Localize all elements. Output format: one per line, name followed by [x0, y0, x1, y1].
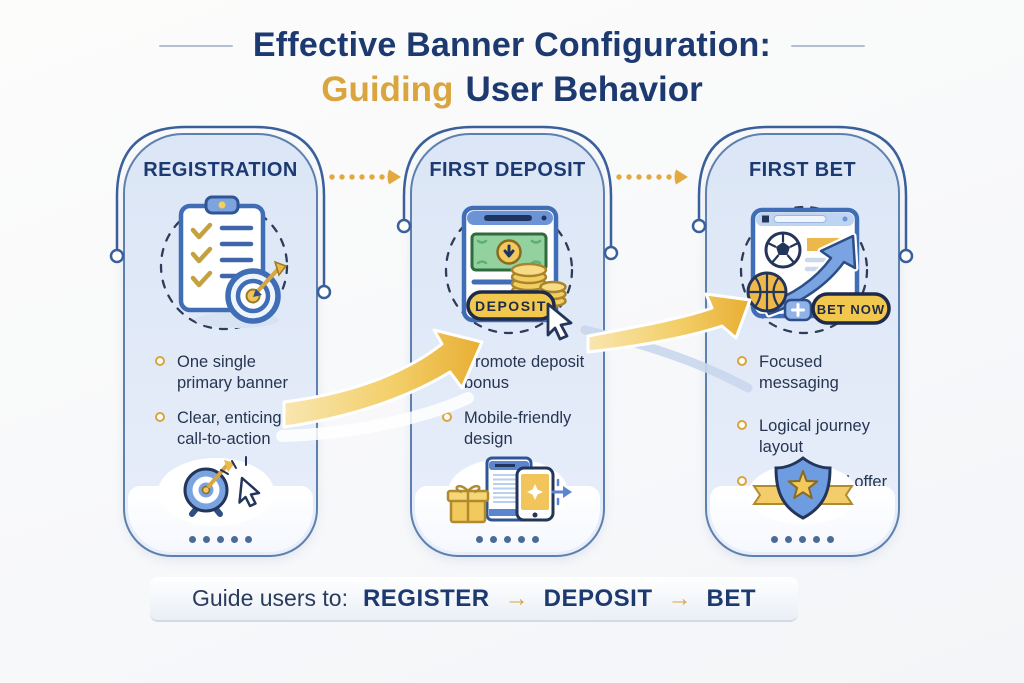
basketball-icon [746, 271, 788, 313]
card-first-deposit: FIRST DEPOSIT [410, 133, 605, 557]
bullet-icon [737, 356, 747, 366]
footer-flow-band: Guide users to: REGISTER → DEPOSIT → BET [150, 577, 798, 622]
phone-icon [515, 466, 554, 522]
bullet-icon [737, 419, 747, 430]
deposit-screen-coins-icon: DEPOSIT [444, 205, 574, 341]
chip-plus-icon [783, 298, 813, 322]
arrow-right-icon [551, 478, 572, 506]
target-cursor-icon [157, 456, 274, 526]
card-registration: REGISTRATION [123, 133, 318, 557]
card-first-bet-title: FIRST BET [749, 159, 856, 181]
bullet-icon [442, 356, 452, 366]
bullet-item: Logical journey layout [737, 416, 898, 458]
bullet-item: Mobile-friendly design [442, 408, 603, 450]
page-title-accent: Guiding [321, 70, 454, 109]
arrow-right-icon: → [667, 584, 692, 612]
page-title-rest: User Behavior [465, 70, 703, 109]
bullet-icon [155, 411, 165, 422]
card-footer-area [128, 456, 313, 552]
bet-now-button-label: BET NOW [817, 302, 885, 317]
footer-prefix: Guide users to: [191, 585, 348, 611]
clipboard-checklist-target-icon [159, 195, 289, 331]
page-header: Effective Banner Configuration: Guiding U… [0, 26, 1024, 110]
deposit-button-label: DEPOSIT [475, 298, 547, 314]
card-registration-title: REGISTRATION [143, 159, 298, 181]
arrow-right-icon: → [504, 584, 529, 612]
bullet-item: Focused messaging [737, 352, 898, 394]
betting-screen-growth-icon: BET NOW [739, 205, 891, 335]
bullet-icon [442, 411, 452, 422]
footer-step-register: REGISTER [362, 584, 490, 612]
pagination-dots [128, 536, 313, 543]
card-footer-area [415, 456, 600, 552]
page-title-line2: Guiding User Behavior [0, 70, 1024, 110]
footer-step-bet: BET [706, 584, 756, 612]
title-left-dash [158, 44, 233, 47]
pagination-dots [415, 536, 600, 543]
card-first-deposit-title: FIRST DEPOSIT [429, 159, 586, 181]
footer-step-deposit: DEPOSIT [543, 584, 653, 612]
card-first-bet: FIRST BET [705, 133, 900, 557]
page-title-line1: Effective Banner Configuration: [252, 26, 772, 64]
title-right-dash [791, 44, 866, 47]
bullet-item: One single primary banner [155, 352, 316, 394]
bet-now-button: BET NOW [811, 292, 891, 325]
pagination-dots [710, 536, 895, 543]
award-shield-icon [747, 456, 858, 524]
bullet-item: Promote deposit bonus [442, 352, 603, 394]
registration-bullets: One single primary banner Clear, enticin… [125, 350, 316, 450]
bullet-icon [155, 356, 165, 366]
star-icon [787, 470, 818, 500]
click-ticks-icon [219, 456, 247, 475]
gift-mobile-icon [446, 456, 572, 526]
first-deposit-bullets: Promote deposit bonus Mobile-friendly de… [412, 350, 603, 450]
bullet-item: Clear, enticing call-to-action [155, 408, 316, 450]
cursor-icon [546, 302, 573, 341]
gift-box-icon [446, 484, 489, 524]
soccer-ball-icon [764, 231, 802, 269]
cursor-icon [237, 476, 260, 508]
deposit-button: DEPOSIT [466, 290, 556, 321]
card-footer-area [710, 456, 895, 552]
bullet-icon [737, 475, 747, 486]
